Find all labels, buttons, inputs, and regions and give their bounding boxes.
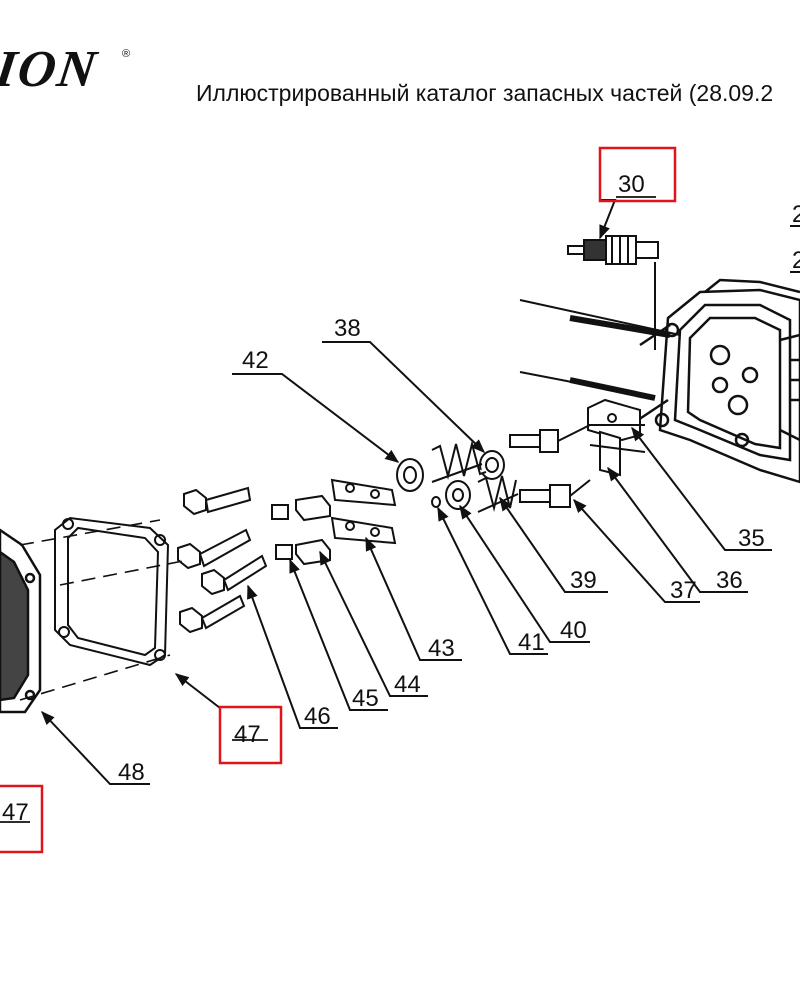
rocker-arms [330,478,397,545]
part-labels: 30 2 2 38 42 35 36 39 37 40 41 43 44 45 … [2,171,800,826]
head-stud-bolts [519,299,681,401]
highlight-box-47-upper [218,705,283,765]
valve-springs [396,440,519,513]
highlight-box-30 [598,146,677,203]
part-label-35: 35 [738,525,765,552]
rocker-bracket [587,398,646,477]
cylinder-head [637,278,800,484]
cover-gasket [54,516,170,667]
highlight-box-47-lower [0,784,44,854]
part-label-40: 40 [560,617,587,644]
cover-bolts [177,486,268,634]
part-label-41: 41 [518,629,545,656]
part-label-38: 38 [334,315,361,342]
page-title: Иллюстрированный каталог запасных частей… [196,80,774,106]
part-label-48: 48 [118,759,145,786]
part-label-47-upper: 47 [234,721,261,748]
label-underlines [0,196,656,823]
part-label-2a: 2 [792,201,800,228]
part-label-30: 30 [618,171,645,198]
part-label-44: 44 [394,671,421,698]
highlight-boxes [0,146,677,854]
spark-plug [567,235,659,265]
part-label-43: 43 [428,635,455,662]
part-label-45: 45 [352,685,379,712]
assembly-lines [19,519,189,701]
registered-mark: ® [122,48,131,60]
leader-lines [41,199,800,785]
part-label-39: 39 [570,567,597,594]
valves [509,424,591,508]
part-label-2b: 2 [792,247,800,274]
part-label-37: 37 [670,577,697,604]
part-label-42: 42 [242,347,269,374]
part-label-46: 46 [304,703,331,730]
part-label-36: 36 [716,567,743,594]
valve-cover [0,528,42,714]
